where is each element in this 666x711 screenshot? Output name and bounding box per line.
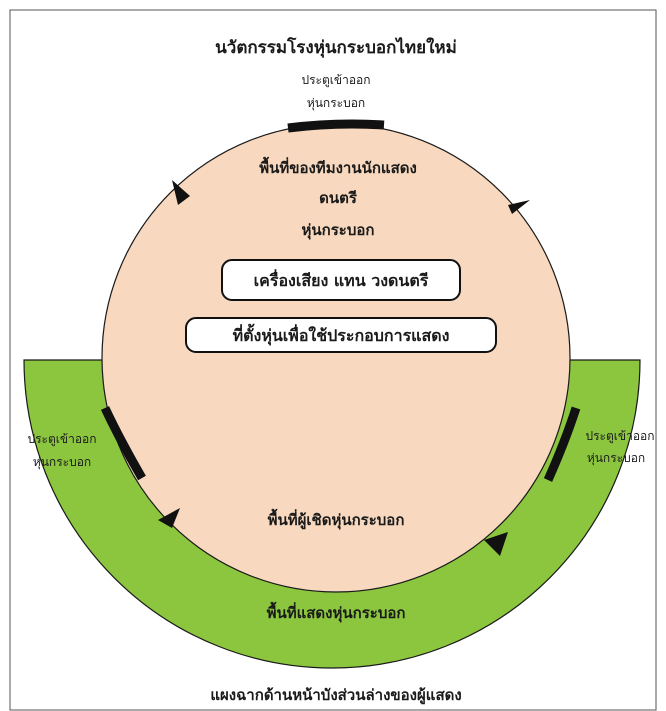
curtain-caption: แผงฉากด้านหน้าบังส่วนล่างของผู้แสดง: [210, 686, 461, 705]
instrument-box-label: เครื่องเสียง แทน วงดนตรี: [254, 269, 429, 290]
top-entrance-label-line1: ประตูเข้าออก: [301, 73, 370, 88]
right-entrance-label-line1: ประตูเข้าออก: [585, 429, 654, 444]
diagram-frame: [9, 9, 657, 711]
puppeteer-area-label: พื้นที่ผู้เชิดหุ่นกระบอก: [268, 508, 405, 530]
arrow-mark-bottom-right: [484, 532, 508, 556]
backstage-label-line1: พื้นที่ของทีมงานนักแสดง: [259, 156, 417, 177]
door-top: [287, 119, 385, 133]
puppet-stand-label: ที่ตั้งหุ่นเพื่อใช้ประกอบการแสดง: [233, 323, 450, 346]
top-entrance-label-line2: หุ่นกระบอก: [307, 96, 365, 111]
right-entrance-label-line2: หุ่นกระบอก: [587, 451, 645, 466]
arrow-mark-bottom-left: [158, 508, 180, 528]
left-entrance-label-line2: หุ่นกระบอก: [33, 455, 91, 470]
puppet-stand-box: [185, 317, 497, 353]
backstage-label-line3: หุ่นกระบอก: [302, 221, 375, 240]
left-entrance-label-line1: ประตูเข้าออก: [27, 432, 96, 447]
door-left: [100, 406, 146, 481]
backstage-label-line2: ดนตรี: [319, 189, 358, 207]
instrument-box: [221, 259, 461, 301]
arrow-mark-top-right: [508, 200, 530, 214]
arrow-mark-top-left: [172, 180, 190, 205]
diagram-title: นวัตกรรมโรงหุ่นกระบอกไทยใหม่: [215, 37, 457, 58]
performance-area-label: พื้นที่แสดงหุ่นกระบอก: [267, 601, 406, 623]
door-right: [543, 406, 581, 482]
